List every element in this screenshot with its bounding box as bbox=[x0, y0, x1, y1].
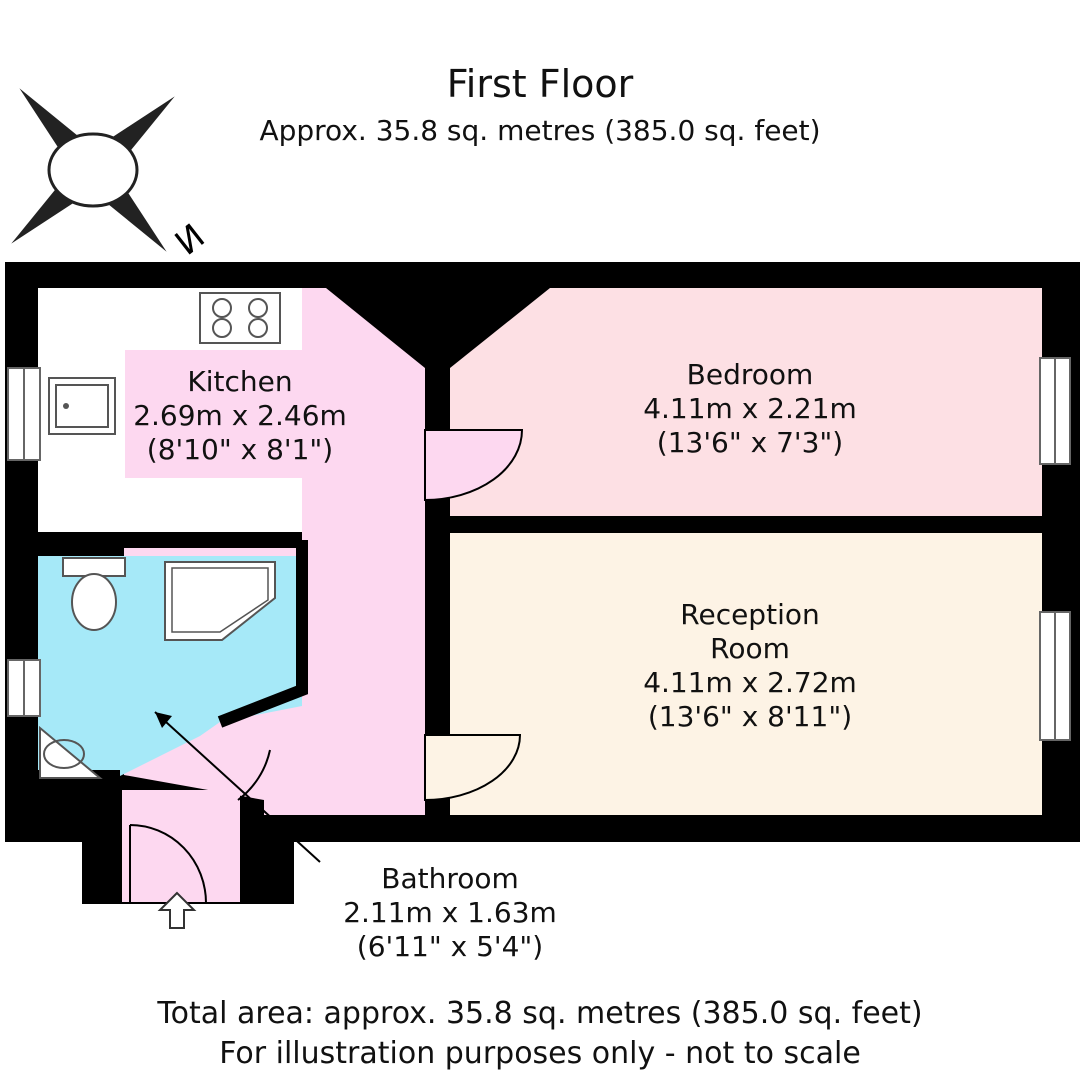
page-subtitle: Approx. 35.8 sq. metres (385.0 sq. feet) bbox=[259, 114, 821, 147]
reception-imperial: (13'6" x 8'11") bbox=[647, 700, 853, 733]
footer-total-area: Total area: approx. 35.8 sq. metres (385… bbox=[157, 996, 923, 1031]
bedroom-metric: 4.11m x 2.21m bbox=[643, 392, 857, 425]
page-title: First Floor bbox=[446, 62, 634, 106]
reception-name-line2: Room bbox=[710, 632, 790, 665]
bathroom-metric: 2.11m x 1.63m bbox=[343, 896, 557, 929]
reception-label: Reception Room 4.11m x 2.72m (13'6" x 8'… bbox=[620, 598, 880, 734]
bedroom-name: Bedroom bbox=[686, 358, 814, 391]
bathroom-name: Bathroom bbox=[381, 862, 519, 895]
kitchen-metric: 2.69m x 2.46m bbox=[133, 399, 347, 432]
bathroom-imperial: (6'11" x 5'4") bbox=[356, 930, 544, 963]
compass-icon bbox=[11, 88, 175, 252]
hob-icon bbox=[199, 292, 281, 344]
bathroom-label: Bathroom 2.11m x 1.63m (6'11" x 5'4") bbox=[330, 862, 570, 964]
bedroom-label: Bedroom 4.11m x 2.21m (13'6" x 7'3") bbox=[620, 358, 880, 460]
reception-metric: 4.11m x 2.72m bbox=[643, 666, 857, 699]
shower-icon bbox=[164, 561, 276, 641]
sink-icon bbox=[48, 377, 116, 435]
reception-floor bbox=[450, 533, 1042, 815]
bedroom-imperial: (13'6" x 7'3") bbox=[656, 426, 844, 459]
kitchen-imperial: (8'10" x 8'1") bbox=[146, 433, 334, 466]
compass-north-label: N bbox=[168, 216, 213, 263]
basin-icon bbox=[39, 725, 103, 779]
toilet-icon bbox=[62, 557, 126, 631]
footer-disclaimer: For illustration purposes only - not to … bbox=[219, 1036, 861, 1071]
kitchen-label: Kitchen 2.69m x 2.46m (8'10" x 8'1") bbox=[130, 365, 350, 467]
bedroom-floor bbox=[450, 288, 1042, 516]
reception-name-line1: Reception bbox=[680, 598, 820, 631]
entrance-arrow-icon bbox=[157, 891, 197, 929]
kitchen-name: Kitchen bbox=[187, 365, 293, 398]
